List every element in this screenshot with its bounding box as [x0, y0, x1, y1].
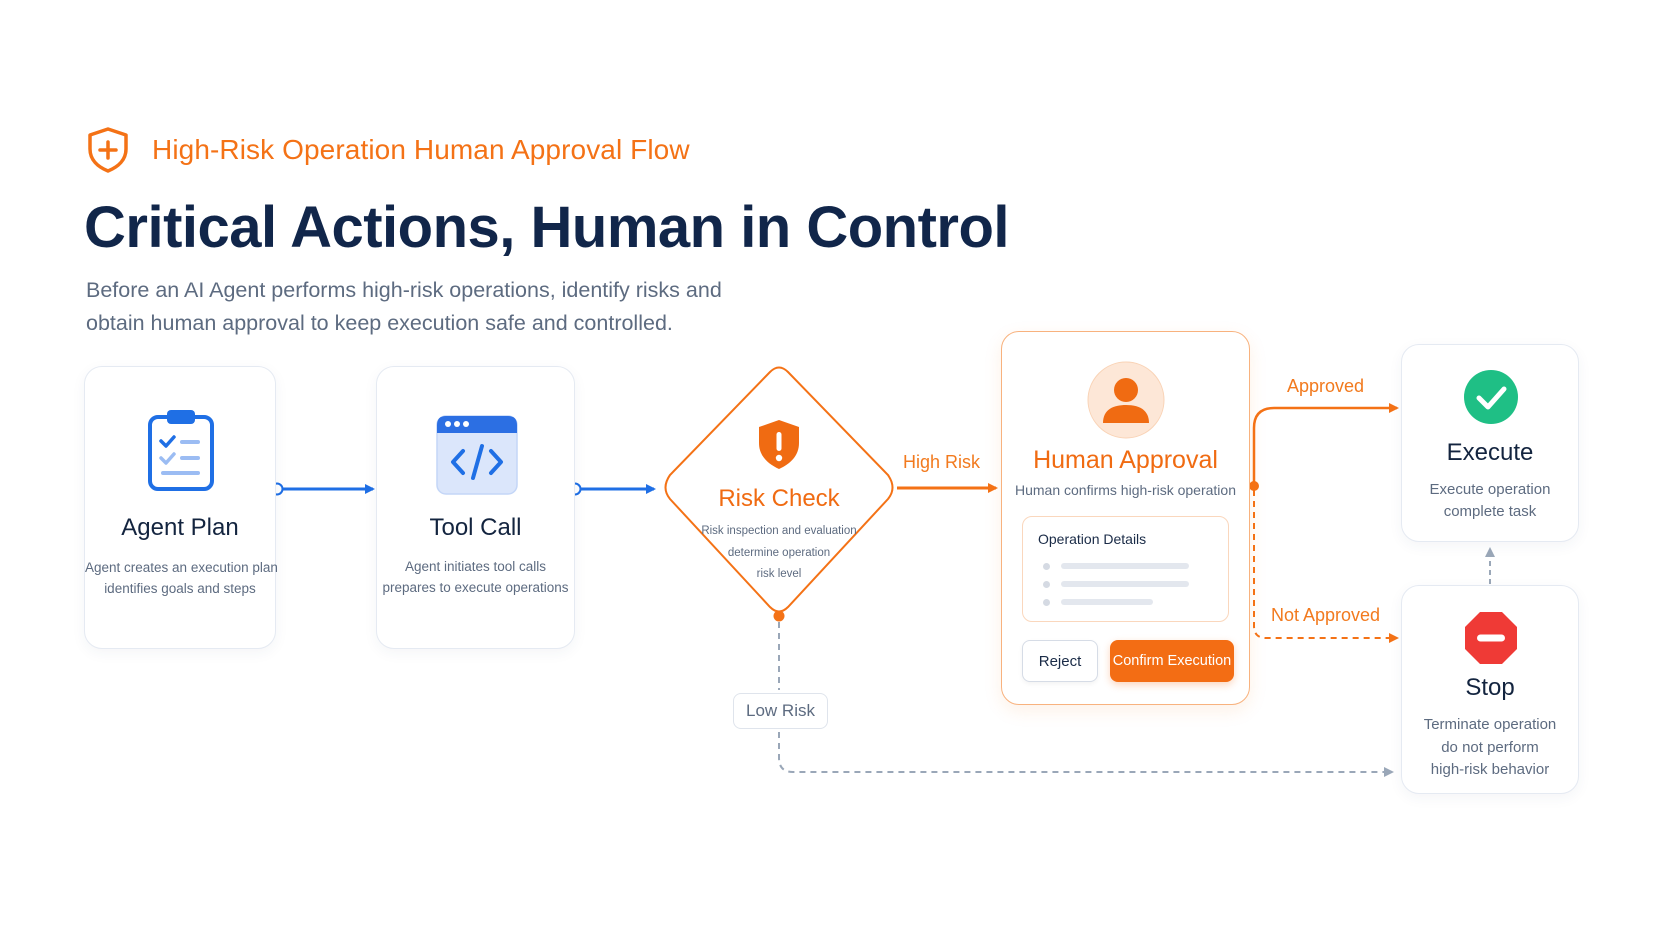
arrow-not-approved [1253, 490, 1399, 643]
stop-desc-line: Terminate operation [1423, 716, 1557, 733]
operation-details-box: Operation Details [1022, 516, 1229, 622]
agent-plan-title: Agent Plan [121, 514, 239, 541]
edge-label-not-approved: Not Approved [1271, 605, 1381, 625]
agent-plan-desc-line: identifies goals and steps [104, 581, 256, 596]
agent-plan-desc-line: Agent creates an execution plan [85, 560, 278, 575]
person-avatar-icon [1087, 361, 1165, 444]
stop-desc-line: high-risk behavior [1430, 761, 1550, 778]
execute-card: Execute Execute operation complete task [1401, 344, 1579, 542]
tool-call-desc: Agent initiates tool calls prepares to e… [377, 556, 574, 598]
agent-plan-card: Agent Plan Agent creates an execution pl… [84, 366, 278, 649]
stop-title: Stop [1465, 674, 1515, 701]
tool-call-desc-line: prepares to execute operations [382, 580, 569, 595]
confirm-execution-button[interactable]: Confirm Execution [1110, 640, 1234, 682]
page-title: Critical Actions, Human in Control [84, 195, 1010, 260]
reject-button[interactable]: Reject [1022, 640, 1098, 682]
page-subtitle: Before an AI Agent performs high-risk op… [86, 274, 806, 340]
detail-placeholder-line [1061, 563, 1189, 569]
detail-placeholder-line [1061, 599, 1153, 605]
stop-desc-line: do not perform [1441, 738, 1539, 756]
human-approval-subtitle: Human confirms high-risk operation [1015, 482, 1236, 498]
execute-desc: Execute operation complete task [1402, 479, 1578, 523]
risk-check-desc: Risk inspection and evaluation determine… [679, 521, 879, 586]
risk-check-title: Risk Check [718, 485, 840, 512]
agent-plan-desc: Agent creates an execution plan identifi… [85, 557, 278, 599]
detail-bullet [1043, 581, 1050, 588]
human-approval-title: Human Approval [1033, 446, 1218, 474]
operation-details-title: Operation Details [1038, 531, 1147, 547]
execute-desc-line: Execute operation [1429, 481, 1551, 498]
tool-call-card: Tool Call Agent initiates tool calls pre… [376, 366, 575, 649]
risk-check-desc-line: determine operation [727, 546, 831, 559]
detail-bullet [1043, 563, 1050, 570]
tool-call-title: Tool Call [429, 514, 522, 541]
stop-octagon-icon [1463, 610, 1519, 671]
execute-desc-line: complete task [1443, 503, 1537, 520]
subtitle-line-2: obtain human approval to keep execution … [86, 311, 673, 335]
clipboard-checklist-icon [146, 407, 216, 498]
arrow-tool-to-risk [568, 482, 656, 496]
code-window-icon [436, 415, 518, 500]
arrow-plan-to-tool [270, 482, 375, 496]
edge-label-approved: Approved [1287, 376, 1365, 396]
edge-label-high-risk: High Risk [903, 452, 981, 472]
execute-title: Execute [1446, 439, 1534, 466]
risk-check-desc-line: Risk inspection and evaluation [701, 525, 857, 537]
arrow-low-risk [773, 610, 1394, 777]
arrow-approved [1249, 403, 1399, 491]
check-circle-icon [1463, 369, 1519, 430]
shield-alert-icon [756, 418, 802, 477]
edge-label-low-risk: Low Risk [733, 693, 828, 729]
detail-bullet [1043, 599, 1050, 606]
risk-check-desc-line: risk level [756, 568, 802, 580]
header: High-Risk Operation Human Approval Flow [86, 126, 690, 174]
risk-check-diamond [664, 366, 894, 613]
stop-card: Stop Terminate operation do not perform … [1401, 585, 1579, 794]
subtitle-line-1: Before an AI Agent performs high-risk op… [86, 278, 722, 302]
human-approval-card: Human Approval Human confirms high-risk … [1001, 331, 1250, 705]
eyebrow-title: High-Risk Operation Human Approval Flow [152, 134, 690, 165]
detail-placeholder-line [1061, 581, 1189, 587]
stop-desc: Terminate operation do not perform high-… [1402, 714, 1578, 782]
tool-call-desc-line: Agent initiates tool calls [404, 559, 547, 574]
shield-plus-icon [86, 126, 130, 174]
